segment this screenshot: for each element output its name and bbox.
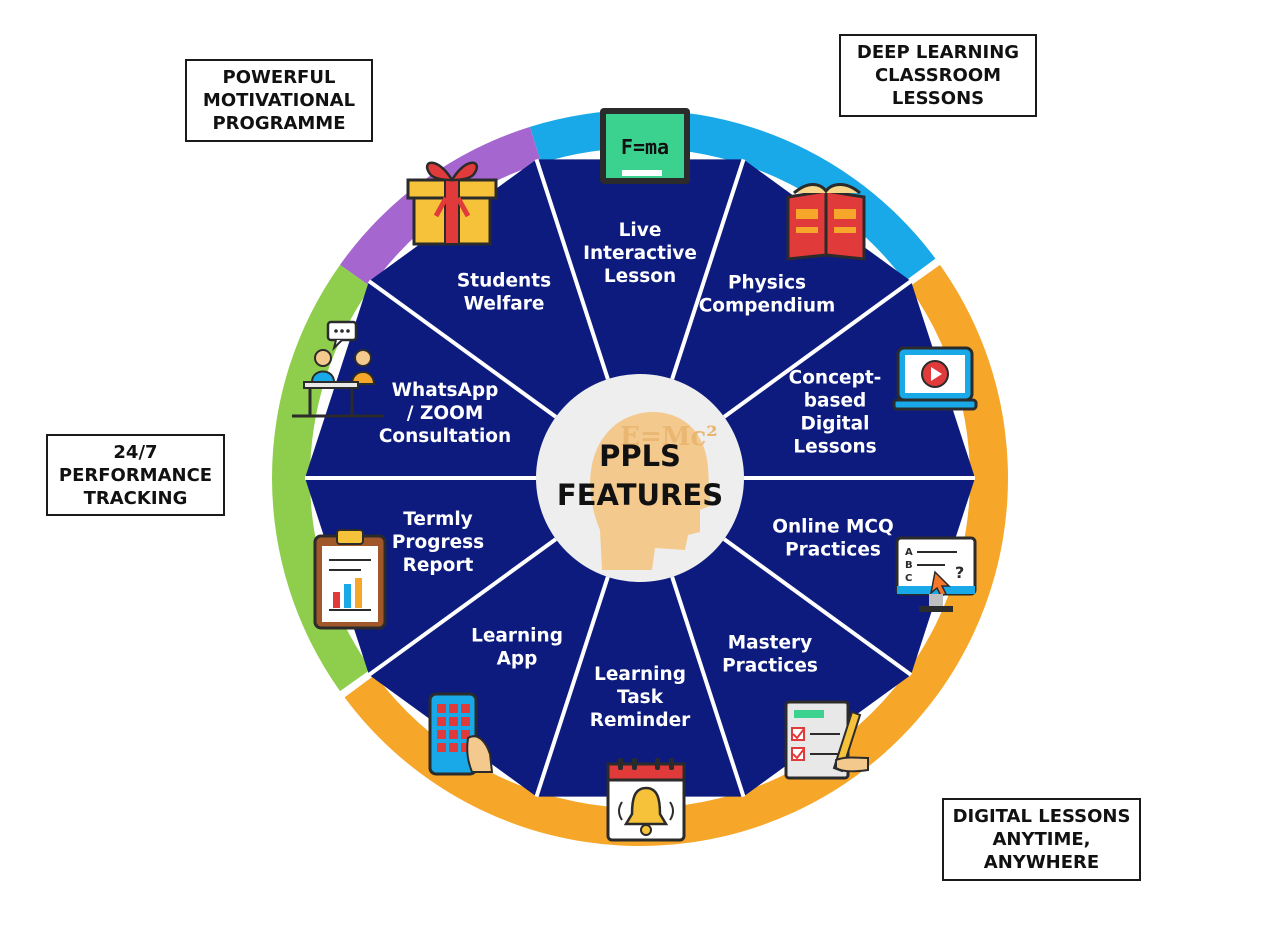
segment-label-line: Practices: [785, 540, 881, 561]
formula-text: F=ma: [621, 135, 669, 159]
consultation-icon: [292, 320, 384, 418]
segment-divider: [722, 537, 913, 677]
gift-box-icon: [406, 161, 498, 246]
segment-label-line: Lessons: [793, 437, 876, 458]
segment-dividers: [305, 158, 975, 798]
ring-band-green: [272, 264, 372, 692]
segment-label-line: Mastery: [728, 633, 812, 654]
center-hub: E=Mc² PPLS FEATURES: [536, 374, 744, 582]
segment-label-line: Progress: [392, 532, 484, 553]
callout-performance-tracking: 24/7 PERFORMANCE TRACKING: [46, 434, 225, 516]
segment-label-line: Online MCQ: [772, 517, 893, 538]
segment-divider: [367, 537, 558, 677]
chalkboard-formula-icon: F=ma: [600, 108, 690, 184]
phone-app-icon: [428, 692, 494, 776]
callout-motivational-programme: POWERFUL MOTIVATIONAL PROGRAMME: [185, 59, 373, 142]
segment-label-line: Learning: [471, 626, 563, 647]
segment-label-line: Compendium: [699, 296, 836, 317]
mcq-option-a: A: [905, 547, 913, 558]
open-book-icon: [786, 183, 866, 261]
segment-label-line: WhatsApp: [392, 380, 499, 401]
segment-label-line: Lesson: [604, 266, 676, 287]
mcq-option-b: B: [905, 560, 913, 571]
emc2-icon-text: E=Mc²: [620, 422, 718, 452]
checklist-pencil-icon: [784, 700, 869, 780]
callout-digital-lessons: DIGITAL LESSONS ANYTIME, ANYWHERE: [942, 798, 1141, 881]
segment-label-line: Consultation: [379, 426, 511, 447]
segment-label-line: Students: [457, 271, 551, 292]
clipboard-report-icon: [313, 529, 387, 630]
callout-deep-learning: DEEP LEARNING CLASSROOM LESSONS: [839, 34, 1037, 117]
segment-divider: [670, 576, 746, 798]
segment-label-line: Report: [403, 555, 474, 576]
center-title-line2: FEATURES: [557, 478, 723, 512]
segment-label-line: / ZOOM: [407, 403, 483, 424]
segment-label-line: Welfare: [464, 294, 545, 315]
callout-motivational-text: POWERFUL MOTIVATIONAL PROGRAMME: [202, 67, 356, 134]
segment-label-line: Learning: [594, 664, 686, 685]
mcq-monitor-icon: A B C ?: [895, 536, 977, 612]
segment-label-line: Concept-: [789, 368, 882, 389]
segment-label-line: Reminder: [590, 710, 691, 731]
callout-digital-text: DIGITAL LESSONS ANYTIME, ANYWHERE: [952, 806, 1131, 873]
mcq-question-mark: ?: [955, 563, 964, 582]
segment-label-line: Interactive: [583, 243, 697, 264]
head-emc2-icon: E=Mc²: [590, 411, 718, 570]
segment-label-line: Live: [619, 220, 662, 241]
segment-label-line: based: [804, 391, 867, 412]
segment-divider: [534, 576, 610, 798]
ring-band-orange: [344, 264, 1009, 847]
segment-divider: [670, 158, 746, 380]
segment-label-line: Digital: [801, 414, 870, 435]
segment-divider: [722, 279, 913, 419]
segment-divider: [367, 279, 558, 419]
segment-label-line: Physics: [728, 273, 806, 294]
mcq-option-c: C: [905, 573, 912, 584]
segment-label-line: Task: [617, 687, 664, 708]
center-title-line1: PPLS: [599, 439, 681, 473]
segment-divider: [534, 158, 610, 380]
segment-label-line: App: [497, 649, 538, 670]
callout-deep-learning-text: DEEP LEARNING CLASSROOM LESSONS: [856, 42, 1020, 109]
calendar-bell-icon: [606, 758, 686, 842]
segment-label-line: Practices: [722, 656, 818, 677]
segment-label-line: Termly: [403, 509, 473, 530]
callout-performance-text: 24/7 PERFORMANCE TRACKING: [58, 441, 213, 509]
video-laptop-icon: [892, 346, 978, 411]
